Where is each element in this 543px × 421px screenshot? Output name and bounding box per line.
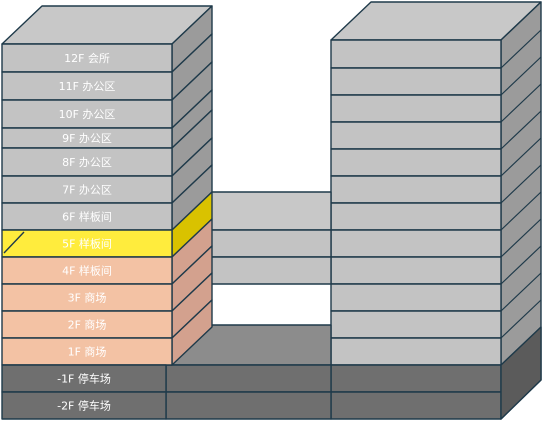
right-tower-floor[interactable] xyxy=(330,202,502,231)
floor-label-2F: 2F 商场 xyxy=(68,318,107,332)
right-tower-side-line xyxy=(500,218,542,258)
floor-label-7F: 7F 办公区 xyxy=(62,184,112,197)
right-tower-side-line xyxy=(500,29,542,69)
right-tower-side-line xyxy=(500,272,542,312)
right-tower-floor[interactable] xyxy=(330,39,502,69)
right-tower-floor[interactable] xyxy=(330,391,502,420)
podium-parking-b1[interactable] xyxy=(165,364,332,393)
right-tower-floor[interactable] xyxy=(330,175,502,204)
right-tower-floor[interactable] xyxy=(330,121,502,150)
selected-floor-marker xyxy=(3,231,25,254)
floor-label-1F: 1F 商场 xyxy=(68,345,107,359)
floor-label-12F: 12F 会所 xyxy=(64,52,110,65)
right-tower-side-line xyxy=(500,299,542,339)
right-tower-side-line xyxy=(500,245,542,285)
floor-label-B2: -2F 停车场 xyxy=(57,399,111,413)
right-tower-side-line xyxy=(500,110,542,150)
right-tower-floor[interactable] xyxy=(330,94,502,123)
podium-parking-b2[interactable] xyxy=(165,391,332,420)
right-tower-floor[interactable] xyxy=(330,283,502,312)
floor-label-6F: 6F 样板间 xyxy=(62,210,112,224)
right-tower-side-line xyxy=(500,83,542,123)
floor-label-9F: 9F 办公区 xyxy=(62,132,112,145)
right-tower-floor[interactable] xyxy=(330,364,502,393)
floor-label-3F: 3F 商场 xyxy=(68,291,107,305)
floor-label-10F: 10F 办公区 xyxy=(59,108,116,121)
right-tower-floor[interactable] xyxy=(330,67,502,96)
floor-B2[interactable] xyxy=(1,391,167,420)
floor-label-4F: 4F 样板间 xyxy=(62,264,112,278)
floor-label-5F: 5F 样板间 xyxy=(62,237,112,251)
floor-label-B1: -1F 停车场 xyxy=(57,372,111,386)
right-tower-floor[interactable] xyxy=(330,229,502,258)
right-tower-floor[interactable] xyxy=(330,310,502,339)
floor-1F[interactable] xyxy=(1,337,173,366)
right-tower-side-line xyxy=(500,164,542,204)
right-tower-parking-side xyxy=(500,326,542,420)
right-tower-side-line xyxy=(500,137,542,177)
right-tower-side-line xyxy=(500,191,542,231)
right-tower-floor[interactable] xyxy=(330,148,502,177)
floor-label-11F: 11F 办公区 xyxy=(59,80,116,93)
floor-label-8F: 8F 办公区 xyxy=(62,156,112,169)
right-tower-floor[interactable] xyxy=(330,337,502,366)
right-tower-side-line xyxy=(500,56,542,96)
right-tower-floor[interactable] xyxy=(330,256,502,285)
